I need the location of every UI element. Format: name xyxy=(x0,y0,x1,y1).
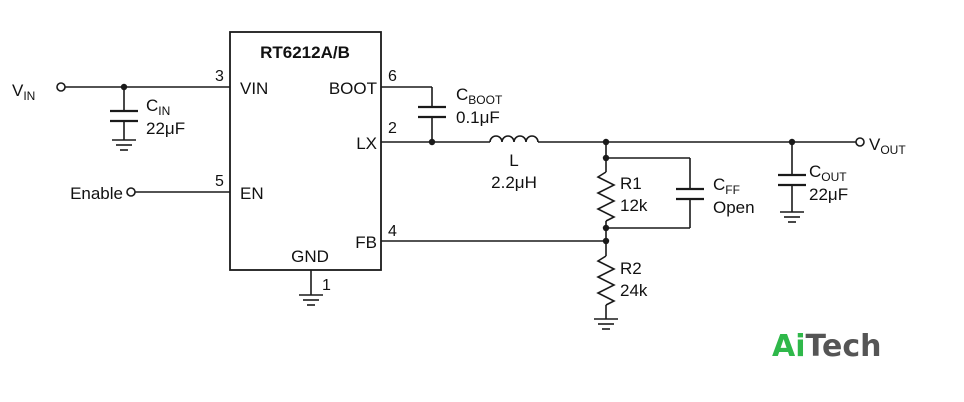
vin-terminal xyxy=(56,82,66,92)
ic-part-number: RT6212A/B xyxy=(260,43,350,62)
cin-label: CIN xyxy=(146,96,170,118)
r1-value: 12k xyxy=(620,196,648,215)
inductor-name: L xyxy=(509,151,518,170)
ground-icon xyxy=(780,211,804,223)
pin-name-lx: LX xyxy=(356,134,377,153)
cboot-label: CBOOT xyxy=(456,85,503,107)
pin-name-fb: FB xyxy=(355,233,377,252)
resistor-r1 xyxy=(596,171,616,222)
inductor-value: 2.2μH xyxy=(491,173,537,192)
r2-name: R2 xyxy=(620,259,642,278)
ground-icon xyxy=(594,318,618,330)
r2-value: 24k xyxy=(620,281,648,300)
pin-name-boot: BOOT xyxy=(329,79,377,98)
lx-junction xyxy=(428,138,436,146)
ic-body xyxy=(229,31,382,271)
pin-number-boot: 6 xyxy=(388,68,397,85)
ground-icon xyxy=(299,294,323,306)
enable-label: Enable xyxy=(70,184,123,203)
vout-port-label: VOUT xyxy=(869,135,906,157)
cboot-value: 0.1μF xyxy=(456,108,500,127)
cin-value: 22μF xyxy=(146,119,185,138)
resistor-r2 xyxy=(596,255,616,306)
pin-number-en: 5 xyxy=(215,173,224,190)
cout-value: 22μF xyxy=(809,185,848,204)
pin-name-en: EN xyxy=(240,184,264,203)
r1-name: R1 xyxy=(620,174,642,193)
cff-label: CFF xyxy=(713,175,740,197)
inductor-l xyxy=(489,135,539,143)
pin-number-gnd: 1 xyxy=(322,277,331,294)
r1-cff-bottom-junction xyxy=(602,224,610,232)
vout-terminal xyxy=(855,137,865,147)
vin-port-label: VIN xyxy=(12,81,35,103)
pin-name-gnd: GND xyxy=(291,247,329,266)
pin-name-vin: VIN xyxy=(240,79,268,98)
ground-icon xyxy=(112,139,136,151)
enable-terminal xyxy=(126,187,136,197)
pin-number-lx: 2 xyxy=(388,120,397,137)
cff-value: Open xyxy=(713,198,755,217)
pin-number-vin: 3 xyxy=(215,68,224,85)
aitech-logo: AiTech xyxy=(772,329,881,364)
cout-label: COUT xyxy=(809,162,847,184)
pin-number-fb: 4 xyxy=(388,223,397,240)
